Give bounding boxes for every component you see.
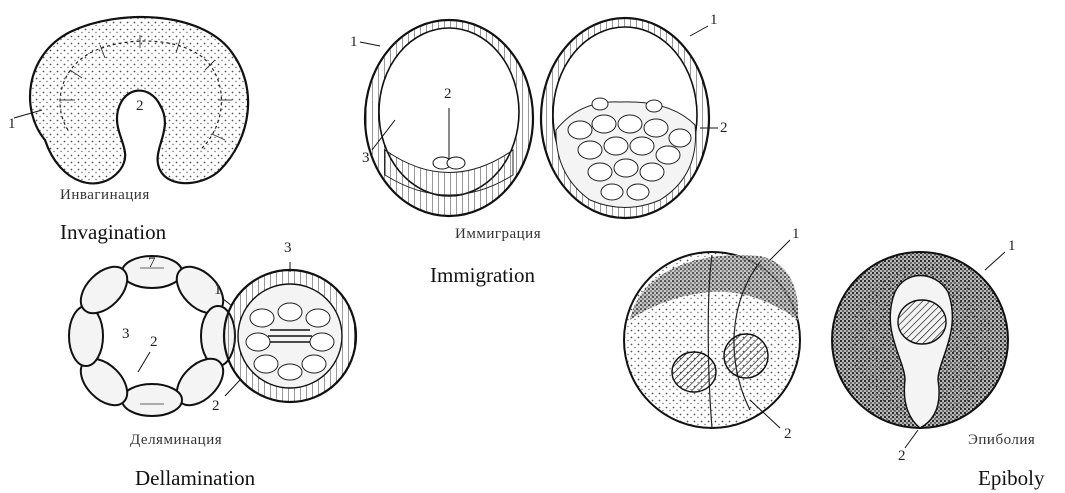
immigration-label-ru: Иммиграция [455, 226, 541, 243]
epiboly-right-marker-1: 1 [1008, 238, 1016, 255]
epiboly-label-en: Epiboly [978, 466, 1045, 491]
immigration-marker-2: 2 [444, 86, 452, 103]
dellamination-right-marker-1: 1 [214, 282, 222, 299]
epiboly-label-ru: Эпиболия [968, 432, 1035, 449]
dellamination-marker-2: 2 [150, 334, 158, 351]
dellamination-right-marker-2: 2 [212, 398, 220, 415]
immigration-marker-3: 3 [362, 150, 370, 167]
dellamination-marker-3: 3 [122, 326, 130, 343]
invagination-marker-2: 2 [136, 98, 144, 115]
invagination-label-en: Invagination [60, 220, 166, 245]
epiboly-marker-1: 1 [792, 226, 800, 243]
dellamination-right-figure [224, 270, 356, 402]
dellamination-marker-7: 7 [148, 255, 156, 272]
invagination-marker-1: 1 [8, 116, 16, 133]
immigration-right-marker-2: 2 [720, 120, 728, 137]
epiboly-left-figure [624, 252, 800, 428]
immigration-right-marker-1: 1 [710, 12, 718, 29]
epiboly-right-marker-2: 2 [898, 448, 906, 465]
invagination-label-ru: Инвагинация [60, 187, 150, 204]
dellamination-label-en: Dellamination [135, 466, 255, 491]
dellamination-label-ru: Деляминация [130, 432, 222, 449]
immigration-marker-1: 1 [350, 34, 358, 51]
dellamination-right-marker-3: 3 [284, 240, 292, 257]
epiboly-right-figure [832, 252, 1008, 428]
immigration-label-en: Immigration [430, 263, 535, 288]
immigration-right-figure [541, 18, 709, 218]
epiboly-marker-2: 2 [784, 426, 792, 443]
